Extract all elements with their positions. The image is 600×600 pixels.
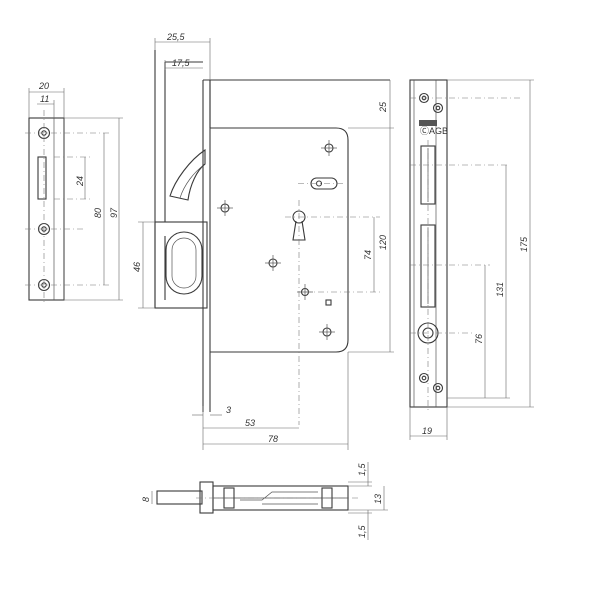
bottom-profile <box>156 481 360 514</box>
dim-latch-width: 25,5 <box>166 32 186 42</box>
hook-latch <box>169 148 206 201</box>
dim-screw-span: 131 <box>495 282 505 297</box>
dim-plate-height: 175 <box>519 236 529 252</box>
plate-marking: ⒸAGB <box>420 126 448 136</box>
dim-body-width: 78 <box>268 434 278 444</box>
spindle-slot <box>298 177 345 190</box>
dim-edge-bottom: 1,5 <box>357 524 367 538</box>
body-screw-bottom <box>319 324 335 340</box>
dim-strike-hole-gap: 24 <box>75 176 85 187</box>
strike-dimensions: 20 11 24 80 97 <box>28 81 123 301</box>
profile-bolt <box>156 490 203 505</box>
dim-latch-height: 46 <box>132 262 142 272</box>
dim-cylinder-offset: 76 <box>474 334 484 344</box>
dim-edge-top: 1,5 <box>357 462 367 476</box>
dim-body-height: 120 <box>378 235 388 250</box>
faceplate: ⒸAGB <box>409 79 520 412</box>
dim-plate-width: 19 <box>422 426 432 436</box>
profile-dimensions: 8 1,5 13 1,5 <box>141 462 388 540</box>
latch-oval <box>165 231 203 295</box>
strike-plate-outline <box>28 117 65 301</box>
dim-strike-width: 20 <box>38 81 49 91</box>
plate-logo <box>419 120 437 126</box>
keyhole <box>285 200 380 425</box>
dim-strike-height: 97 <box>109 207 119 218</box>
body-screw-center <box>265 255 281 271</box>
small-square <box>325 299 332 306</box>
dim-latch-depth: 17,5 <box>172 58 191 68</box>
dim-backset: 53 <box>245 418 255 428</box>
dim-key-to-handle: 74 <box>363 250 373 260</box>
faceplate-bolt-slot <box>420 224 436 308</box>
body-screw-top <box>321 140 337 156</box>
dim-strike-offset: 11 <box>40 94 49 104</box>
dim-strike-span: 80 <box>93 208 103 218</box>
handle-spindle <box>297 284 380 300</box>
dim-profile-height: 13 <box>373 494 383 504</box>
dim-top-offset: 25 <box>378 101 388 113</box>
body-screw-left <box>217 200 233 216</box>
dim-front-gap: 3 <box>226 405 231 415</box>
faceplate-outline <box>409 79 448 408</box>
faceplate-dimensions: 175 131 76 19 <box>409 79 534 440</box>
body-dimensions: 25,5 17,5 46 25 120 74 3 53 78 <box>132 32 394 450</box>
lock-body <box>154 50 390 425</box>
strike-plate <box>25 110 112 305</box>
dim-bolt-thick: 8 <box>141 497 151 502</box>
